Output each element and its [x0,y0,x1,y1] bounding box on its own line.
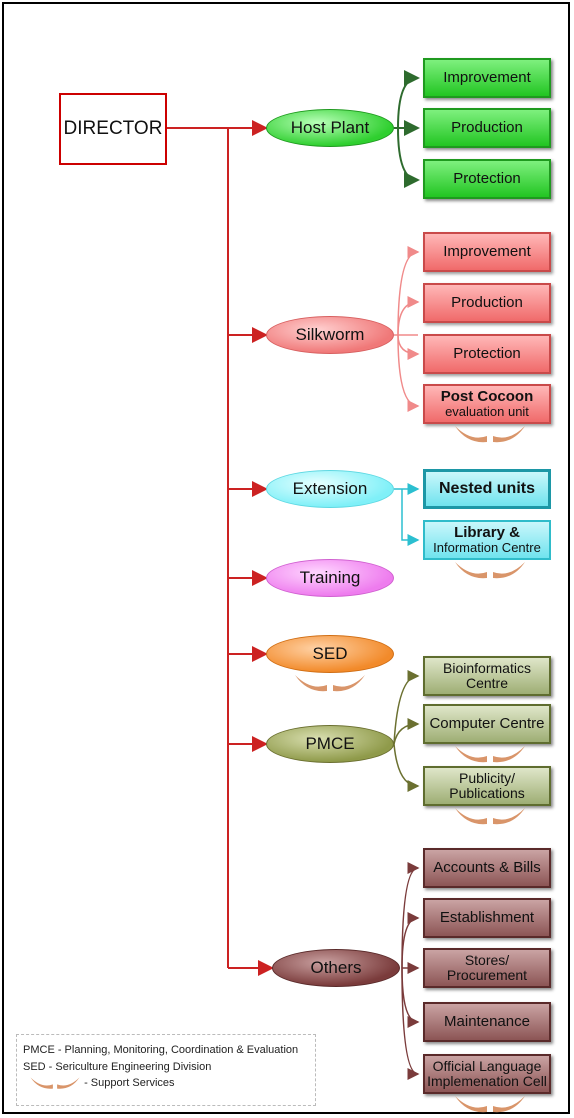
official-language-cell: Official Language Implemenation Cell [423,1054,551,1094]
unit-others: Others [272,949,400,987]
section-label: Production [451,293,523,311]
section-label: Protection [453,169,521,187]
section-label: Publicity/ Publications [449,769,525,801]
section-label: Protection [453,344,521,362]
official-language-line1: Official Language [432,1057,542,1074]
unit-host-plant: Host Plant [266,109,394,147]
section-label: Improvement [443,68,531,86]
section-label: Computer Centre [429,714,545,732]
silkworm-protection: Protection [423,334,551,374]
accounts-bills: Accounts & Bills [423,848,551,888]
establishment: Establishment [423,898,551,938]
library-subtitle: Information Centre [433,540,541,556]
section-label: Establishment [439,908,535,926]
support-hands-icon [455,746,525,763]
unit-silkworm: Silkworm [266,316,394,354]
support-hands-icon [30,1077,80,1089]
post-cocoon-unit: Post Cocoon evaluation unit [423,384,551,424]
silkworm-production: Production [423,283,551,323]
host-plant-protection: Protection [423,159,551,199]
official-language-line2: Implemenation Cell [427,1073,547,1089]
section-label: Improvement [443,242,531,260]
stores-procurement: Stores/ Procurement [423,948,551,988]
unit-sed: SED [266,635,394,673]
legend-sed: SED - Sericulture Engineering Division [23,1060,212,1073]
legend: PMCE - Planning, Monitoring, Coordinatio… [16,1034,316,1106]
support-hands-icon [455,426,525,443]
publicity-publications: Publicity/ Publications [423,766,551,806]
host-plant-production: Production [423,108,551,148]
library-title: Library & [454,523,520,541]
unit-training: Training [266,559,394,597]
bioinformatics-centre: Bioinformatics Centre [423,656,551,696]
section-label: Bioinformatics Centre [443,659,531,691]
maintenance: Maintenance [423,1002,551,1042]
section-label: Maintenance [444,1012,530,1030]
post-cocoon-title: Post Cocoon [440,387,534,405]
unit-pmce: PMCE [266,725,394,763]
post-cocoon-subtitle: evaluation unit [445,404,529,420]
nested-units-box: Nested units [423,469,551,509]
director-box: DIRECTOR [59,93,167,165]
section-label: Stores/ Procurement [446,951,528,983]
support-hands-icon [455,1096,525,1113]
support-hands-icon [295,675,365,692]
computer-centre: Computer Centre [423,704,551,744]
legend-pmce: PMCE - Planning, Monitoring, Coordinatio… [23,1044,299,1056]
unit-extension: Extension [266,470,394,508]
silkworm-improvement: Improvement [423,232,551,272]
legend-support: - Support Services [84,1077,175,1089]
library-information-centre: Library & Information Centre [423,520,551,560]
support-hands-icon [455,562,525,579]
legend-support-row: - Support Services [23,1075,309,1092]
support-hands-icon [455,808,525,825]
host-plant-improvement: Improvement [423,58,551,98]
nested-units-label: Nested units [438,480,535,498]
section-label: Accounts & Bills [433,858,541,876]
section-label: Production [451,118,523,136]
